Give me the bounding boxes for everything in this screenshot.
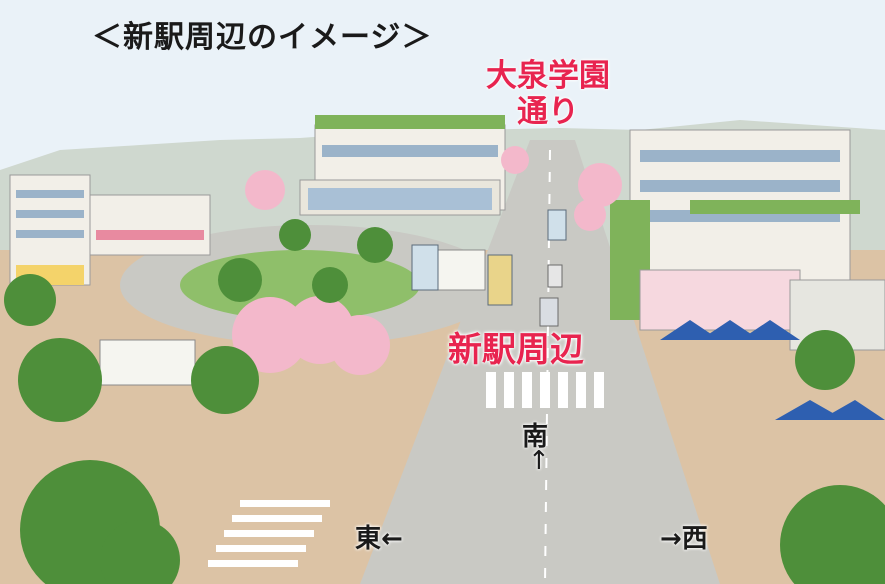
station-area-label: 新駅周辺 xyxy=(448,330,584,370)
cafe-umbrellas xyxy=(660,320,885,420)
main-road xyxy=(360,140,720,584)
car xyxy=(539,297,559,327)
central-building xyxy=(299,115,506,216)
direction-south: 南 xyxy=(522,422,549,452)
cherry-trees xyxy=(232,146,622,375)
front-crosswalk xyxy=(208,500,330,567)
avenue-label-line-2: 通り xyxy=(517,94,579,130)
page-title: ＜新駅周辺のイメージ＞ xyxy=(92,20,433,55)
green-trees xyxy=(4,219,885,584)
avenue-label-line-1: 大泉学園 xyxy=(486,58,610,94)
left-buildings xyxy=(9,174,211,286)
bus-terminal xyxy=(99,209,567,386)
direction-west: →西 xyxy=(660,524,708,554)
car xyxy=(547,264,563,288)
arrow-up-icon: ↑ xyxy=(528,446,550,476)
direction-east: 東← xyxy=(355,524,403,554)
crosswalk xyxy=(486,372,604,408)
avenue-label: 大泉学園 通り xyxy=(486,58,610,130)
right-buildings xyxy=(610,129,885,351)
